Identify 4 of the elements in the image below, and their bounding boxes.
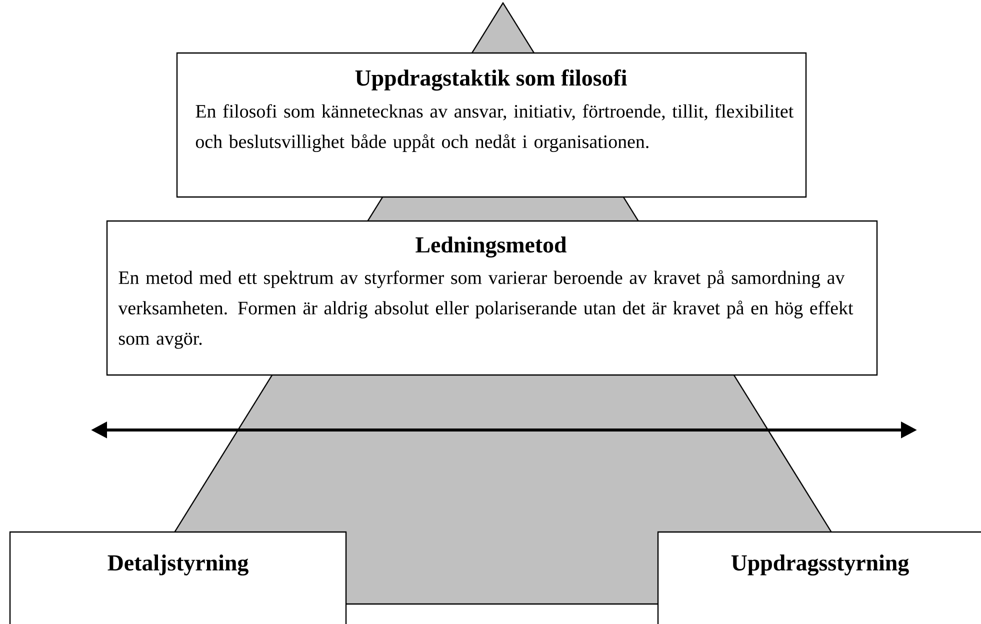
- text-box: Detaljstyrning: [9, 531, 347, 624]
- text-box: Uppdragstaktik som filosofi En filosofi som kännetecknas av ansvar, initiativ, förtroende, tillit, flexibilitet och beslutsvillighet både uppåt och nedåt i organisationen.: [176, 52, 807, 198]
- text-box: Uppdragsstyrning: [657, 531, 981, 624]
- text-box: Ledningsmetod En metod med ett spektrum av styrformer som varierar beroende av kravet på samordning av verksamheten. Formen är aldrig absolut eller polariserande utan det är kravet på en hög effekt som avgör.: [106, 220, 878, 376]
